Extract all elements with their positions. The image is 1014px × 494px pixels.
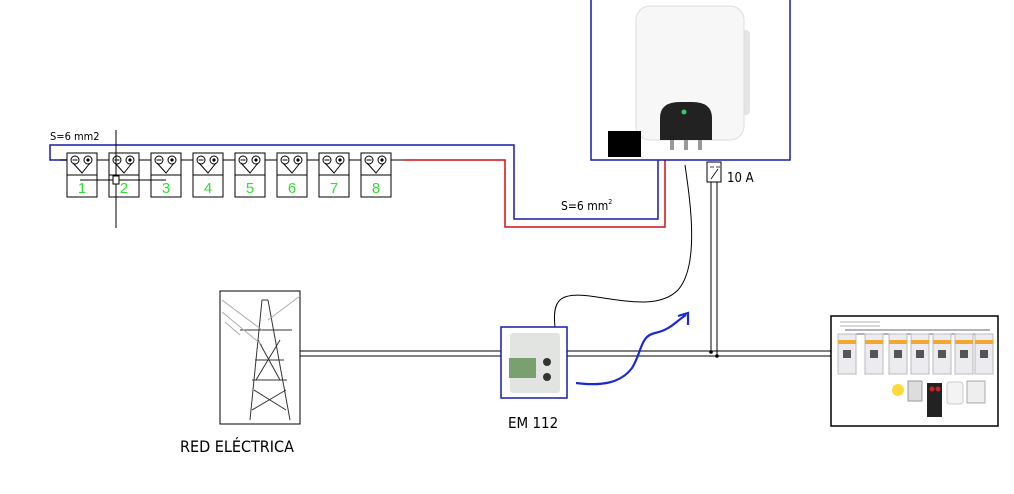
circuit-breaker [974, 333, 994, 375]
power-tower-image [221, 295, 301, 421]
inverter-cable-label: S=6 mm2 [561, 198, 612, 213]
panel-number: 7 [330, 180, 338, 197]
crosshair-pickbox [112, 175, 120, 185]
positive-wire [403, 159, 666, 228]
grid-label: RED ELÉCTRICA [180, 437, 294, 456]
pv-panel-string: 1 2 3 4 5 6 7 8 [66, 152, 392, 198]
pv-panel: 3 [150, 152, 182, 198]
energy-meter-image [509, 333, 560, 393]
panel-number: 6 [288, 180, 296, 197]
distribution-board-image [837, 321, 994, 375]
pv-panel: 7 [318, 152, 350, 198]
panel-number: 5 [246, 180, 254, 197]
circuit-breaker [954, 333, 974, 375]
inverter-label-mask [608, 131, 641, 157]
circuit-breaker [837, 333, 857, 375]
panel-number: 4 [204, 180, 212, 197]
breaker-10a [706, 161, 722, 183]
grid-tower-frame [219, 290, 301, 425]
circuit-breaker [864, 333, 884, 375]
panel-number: 1 [78, 180, 86, 197]
meter-communication-cable [553, 164, 693, 328]
pv-panel: 5 [234, 152, 266, 198]
panel-number: 8 [372, 180, 380, 197]
breaker-label: 10 A [727, 171, 754, 186]
pv-panel: 2 [108, 152, 140, 198]
pv-panel: 8 [360, 152, 392, 198]
negative-wire [49, 144, 659, 220]
circuit-breaker [910, 333, 930, 375]
circuit-breaker [932, 333, 952, 375]
panel-number: 2 [120, 180, 128, 197]
inverter-image [635, 5, 750, 150]
lightbulb-icon [892, 384, 904, 396]
pv-panel: 6 [276, 152, 308, 198]
circuit-breaker [888, 333, 908, 375]
load-devices [892, 380, 986, 417]
string-cable-label: S=6 mm2 [50, 130, 100, 143]
pv-panel: 4 [192, 152, 224, 198]
signal-arrow [575, 311, 690, 386]
panel-number: 3 [162, 180, 170, 197]
pv-panel: 1 [66, 152, 98, 198]
meter-label: EM 112 [508, 414, 558, 432]
